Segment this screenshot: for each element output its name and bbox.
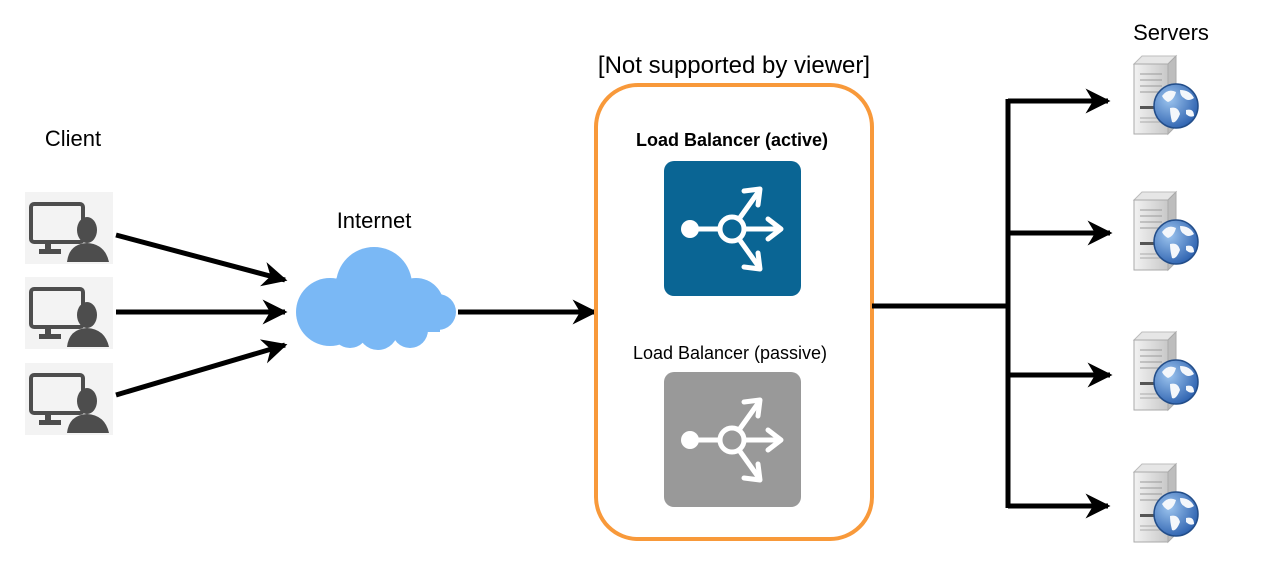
client-icon (23, 275, 115, 351)
servers-label: Servers (1133, 20, 1209, 45)
server-icon (1133, 463, 1199, 543)
cloud-icon (296, 247, 456, 350)
server-icon (1133, 331, 1199, 411)
load-balancer-passive-label: Load Balancer (passive) (632, 343, 828, 363)
load-balancer-active (664, 161, 801, 296)
not-supported-label: [Not supported by viewer] (597, 52, 871, 79)
server-icon (1133, 55, 1199, 135)
client-label: Client (44, 126, 102, 151)
edge-client-1-internet (115, 232, 288, 287)
client-icon (23, 190, 115, 266)
load-balancer-passive (664, 372, 801, 507)
client-icon (23, 361, 115, 437)
edge-load-balancer-servers (872, 88, 1113, 519)
load-balancer-active-label: Load Balancer (active) (635, 130, 829, 150)
server-icon (1133, 191, 1199, 271)
edge-client-3-internet (115, 339, 288, 398)
internet-label: Internet (336, 208, 412, 233)
